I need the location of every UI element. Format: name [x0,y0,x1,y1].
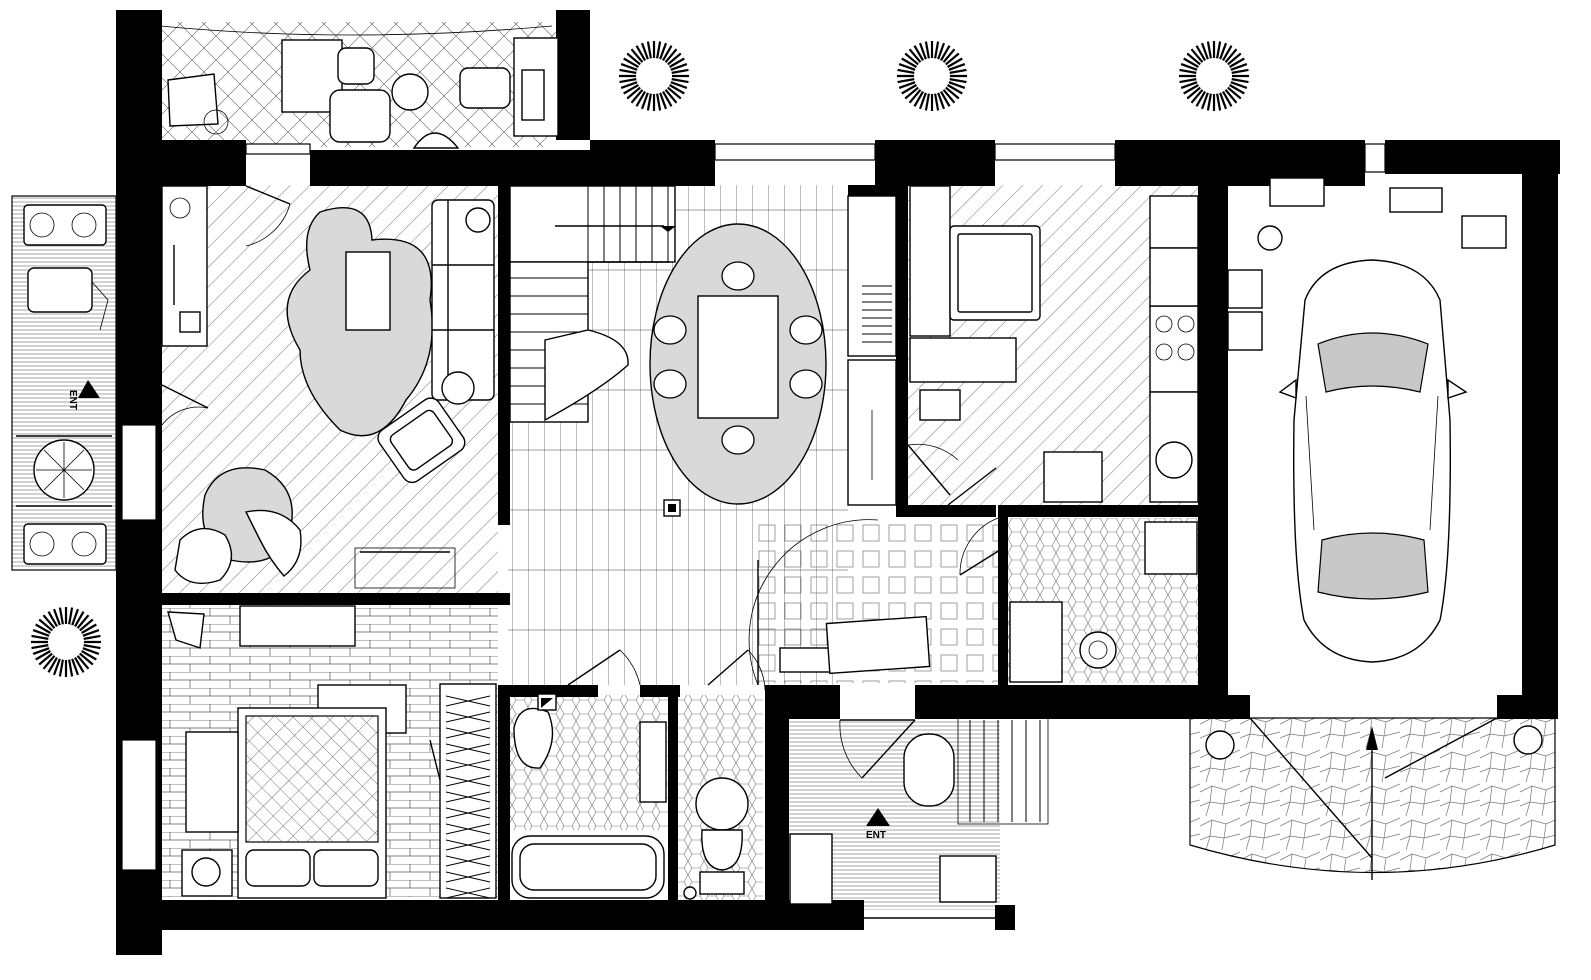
floor-left-deck [11,195,117,571]
sun-tree-icon [1179,41,1249,111]
bathroom [511,649,667,899]
dining-chair-icon [653,369,687,399]
toilet-icon [701,829,743,871]
sun-tree-icon [31,607,101,677]
entrance-label-main: ENT [866,830,886,841]
wc [683,649,766,900]
dining-chair-icon [653,315,687,345]
left-deck-furniture [16,204,112,565]
hall-cabinets [663,195,897,517]
stove-icon [1149,305,1199,393]
dining-chair-icon [789,315,823,345]
dining-chair-icon [789,369,823,399]
entrance-label-left: ENT [67,390,78,410]
sink-icon [1155,441,1193,479]
sun-tree-icon [897,41,967,111]
bedroom [167,605,497,899]
dining-chair-icon [721,425,755,455]
dining-table-icon [697,295,779,419]
terrace-furniture [159,25,559,149]
trees [31,41,1249,677]
dining-area [649,223,827,505]
kitchen [907,185,1199,506]
stairs-icon [509,185,676,423]
entry-laundry [748,517,1198,686]
living-room-furniture [161,185,495,589]
left-entrance: ENT [67,380,100,410]
car-icon [1278,259,1468,663]
entry-arrow-icon [866,808,890,826]
dining-chair-icon [721,261,755,291]
sun-tree-icon [619,41,689,111]
garage [1205,177,1543,880]
vestibule: ENT [789,717,1049,919]
windows [121,143,1386,871]
